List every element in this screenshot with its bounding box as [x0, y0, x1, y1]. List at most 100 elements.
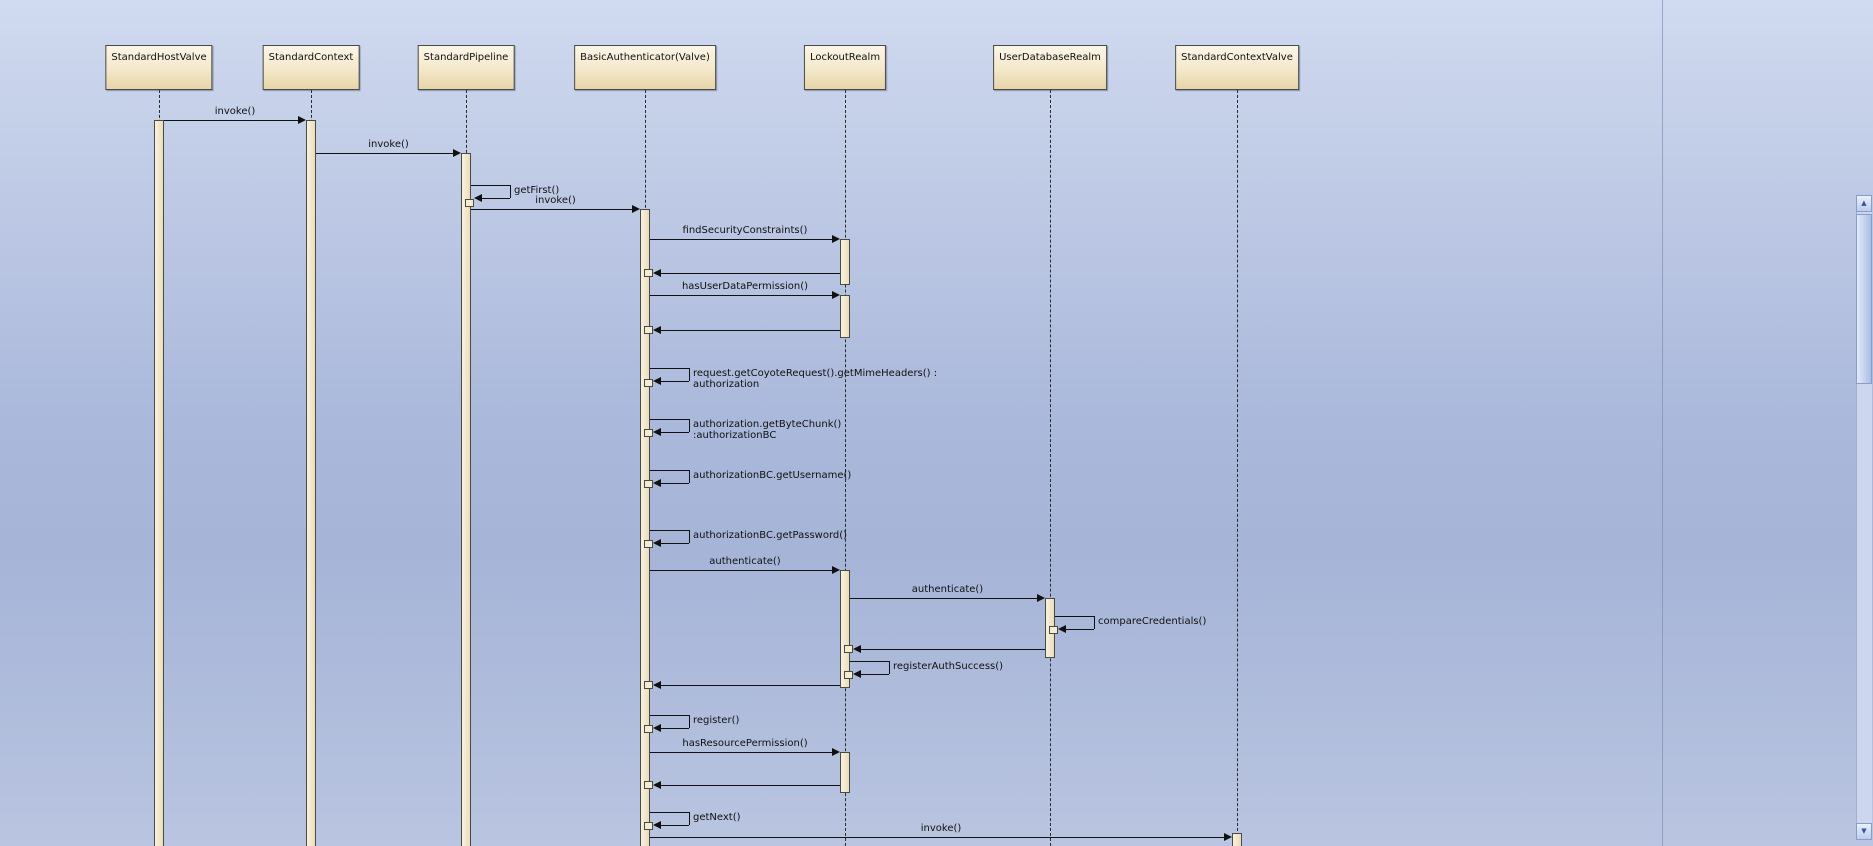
nested-activation — [644, 822, 653, 830]
self-call-line — [650, 715, 689, 716]
message-label-line: authorization.getByteChunk() — [693, 419, 842, 430]
activation-bar — [154, 120, 164, 846]
arrowhead-icon — [653, 539, 661, 547]
lifeline-head-5[interactable]: UserDatabaseRealm — [993, 45, 1107, 90]
self-return-line — [482, 198, 510, 199]
return-line — [661, 685, 840, 686]
message-label-line: request.getCoyoteRequest().getMimeHeader… — [693, 368, 938, 379]
arrowhead-icon — [453, 149, 461, 157]
message-label-line: authorization — [693, 379, 760, 390]
lifeline-head-4[interactable]: LockoutRealm — [803, 45, 887, 90]
message-label: getNext() — [693, 812, 741, 823]
nested-activation — [644, 480, 653, 488]
message-label: findSecurityConstraints() — [682, 225, 808, 236]
return-line — [661, 330, 840, 331]
message-label: invoke() — [920, 823, 962, 834]
activation-bar — [1232, 833, 1242, 846]
self-call-line — [650, 368, 689, 369]
message-label-line: authorizationBC.getUsername() — [693, 470, 852, 481]
message-line — [650, 837, 1225, 838]
self-call-line — [689, 470, 690, 483]
self-return-line — [1066, 629, 1094, 630]
nested-activation — [644, 540, 653, 548]
arrowhead-icon — [653, 681, 661, 689]
arrowhead-icon — [653, 269, 661, 277]
arrowhead-icon — [653, 724, 661, 732]
message-label: authenticate() — [709, 556, 781, 567]
arrowhead-icon — [832, 291, 840, 299]
arrowhead-icon — [653, 479, 661, 487]
message-label-line: compareCredentials() — [1098, 616, 1207, 627]
nested-activation — [844, 645, 853, 653]
message-label: invoke() — [368, 139, 409, 150]
nested-activation — [644, 429, 653, 437]
lifeline-head-1[interactable]: StandardContext — [262, 45, 360, 90]
activation-bar — [461, 153, 471, 846]
message-label-line: getNext() — [693, 812, 741, 823]
scrollbar-down-button[interactable]: ▼ — [1856, 823, 1872, 840]
lifeline-head-0[interactable]: StandardHostValve — [105, 45, 213, 90]
message-label: hasResourcePermission() — [682, 738, 808, 749]
message-label-line: authorizationBC.getPassword() — [693, 530, 848, 541]
message-label: invoke() — [214, 106, 256, 117]
arrowhead-icon — [653, 326, 661, 334]
message-label: invoke() — [535, 195, 576, 206]
message-label: hasUserDataPermission() — [681, 281, 809, 292]
message-line — [316, 153, 454, 154]
self-call-line — [850, 661, 889, 662]
arrowhead-icon — [853, 670, 861, 678]
nested-activation — [1049, 626, 1058, 634]
activation-bar — [306, 120, 316, 846]
activation-bar — [840, 570, 850, 688]
lifeline-head-3[interactable]: BasicAuthenticator(Valve) — [574, 45, 716, 90]
message-line — [471, 209, 633, 210]
arrowhead-icon — [653, 377, 661, 385]
self-return-line — [661, 432, 689, 433]
return-line — [861, 649, 1045, 650]
activation-bar — [840, 752, 850, 793]
arrowhead-icon — [1037, 594, 1045, 602]
message-label: request.getCoyoteRequest().getMimeHeader… — [693, 368, 937, 390]
self-call-line — [1094, 616, 1095, 629]
message-label: authorizationBC.getUsername() — [693, 470, 851, 481]
lifeline-4 — [845, 90, 846, 846]
arrowhead-icon — [853, 645, 861, 653]
self-call-line — [471, 185, 510, 186]
message-label: getFirst() — [514, 185, 559, 196]
activation-bar — [840, 295, 850, 338]
nested-activation — [644, 269, 653, 277]
self-call-line — [689, 530, 690, 543]
self-return-line — [661, 381, 689, 382]
lifeline-head-2[interactable]: StandardPipeline — [417, 45, 515, 90]
lifeline-head-6[interactable]: StandardContextValve — [1175, 45, 1299, 90]
self-call-line — [689, 368, 690, 381]
message-label: authorization.getByteChunk():authorizati… — [693, 419, 841, 441]
self-call-line — [1055, 616, 1094, 617]
message-label-line: :authorizationBC — [693, 430, 777, 441]
lifeline-5 — [1050, 90, 1051, 846]
self-return-line — [661, 483, 689, 484]
scrollbar-thumb[interactable] — [1856, 214, 1872, 384]
message-line — [650, 570, 833, 571]
return-line — [661, 273, 840, 274]
arrowhead-icon — [1224, 833, 1232, 841]
arrowhead-icon — [1058, 625, 1066, 633]
scrollbar-up-button[interactable]: ▲ — [1856, 195, 1872, 212]
self-call-line — [689, 715, 690, 728]
lifeline-6 — [1237, 90, 1238, 846]
arrowhead-icon — [832, 566, 840, 574]
message-line — [164, 120, 299, 121]
message-label: register() — [693, 715, 739, 726]
arrowhead-icon — [298, 116, 306, 124]
scrollbar-down-icon: ▼ — [1861, 827, 1867, 835]
arrowhead-icon — [653, 428, 661, 436]
arrowhead-icon — [832, 748, 840, 756]
arrowhead-icon — [653, 781, 661, 789]
self-call-line — [689, 419, 690, 432]
self-call-line — [650, 812, 689, 813]
message-label-line: register() — [693, 715, 740, 726]
self-return-line — [661, 543, 689, 544]
message-line — [650, 295, 833, 296]
message-label-line: registerAuthSuccess() — [893, 661, 1004, 672]
